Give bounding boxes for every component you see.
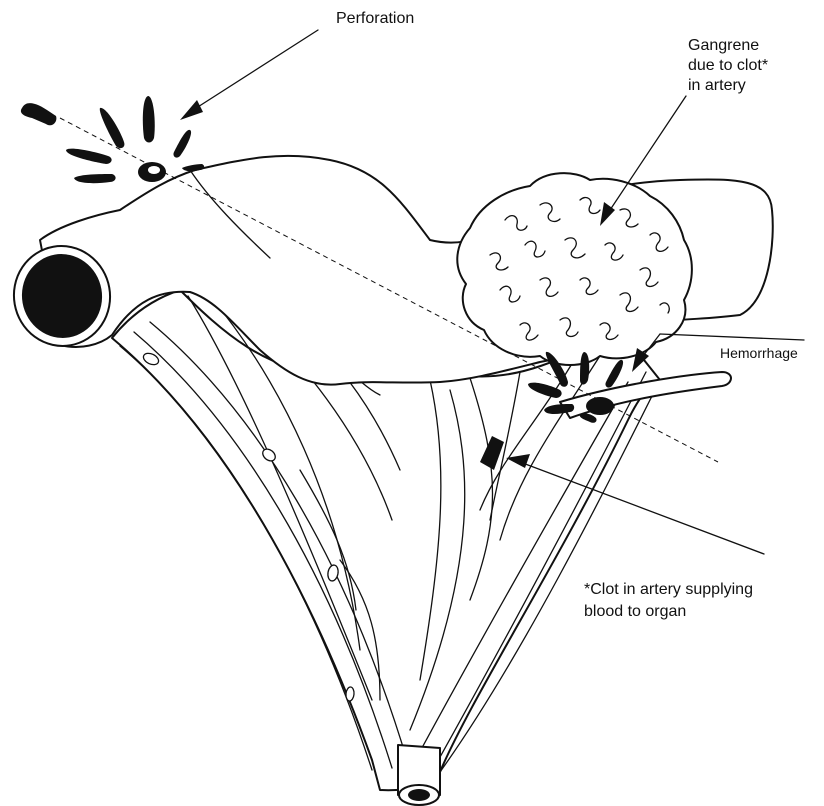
gangrene-label-line-1: Gangrene <box>688 37 759 54</box>
hemorrhage-label: Hemorrhage <box>720 345 798 361</box>
perforation-label: Perforation <box>336 10 414 27</box>
gangrene-label-line-2: due to clot* <box>688 57 768 74</box>
clot-note-line-1: *Clot in artery supplying <box>584 581 753 598</box>
gangrene-region <box>457 173 692 365</box>
gangrene-label-line-3: in artery <box>688 77 746 94</box>
perforation-site <box>66 96 204 183</box>
clot-note-line-2: blood to organ <box>584 603 686 620</box>
vessel-cut-end <box>398 745 440 805</box>
bullet-icon <box>21 103 57 125</box>
